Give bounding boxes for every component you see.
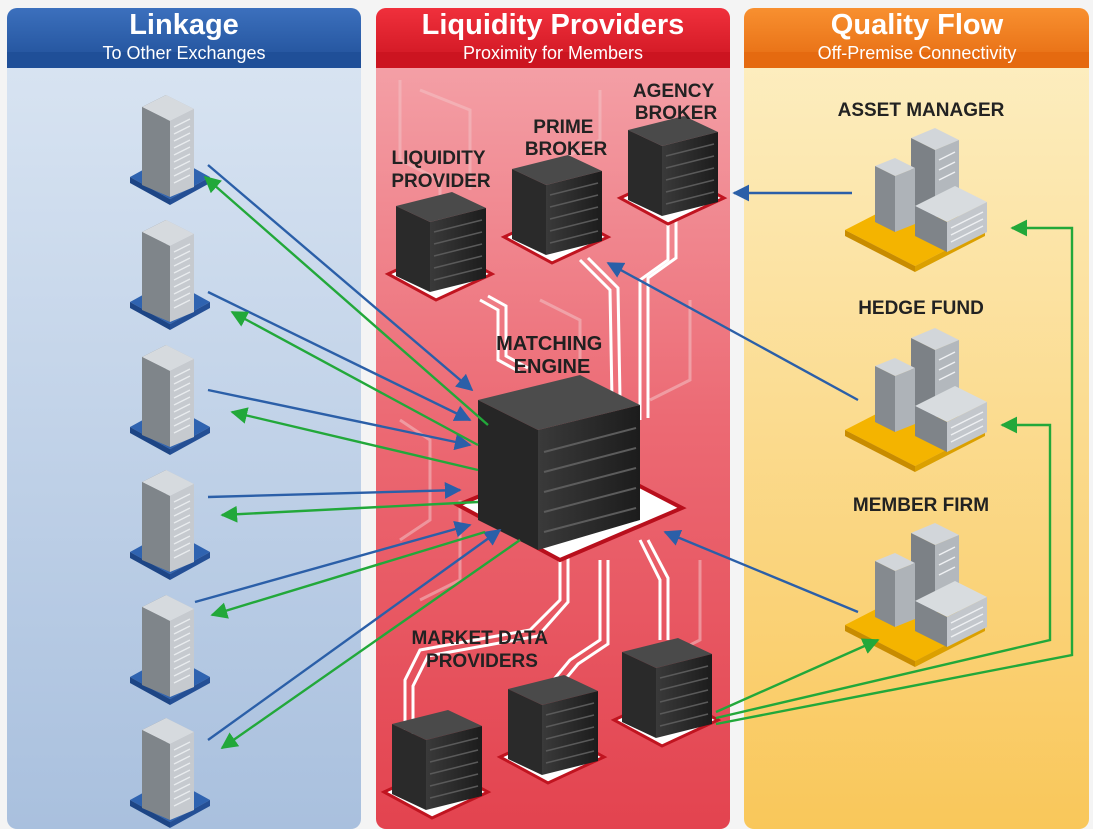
arrow-outbound [715,638,880,714]
linkage-header: Linkage To Other Exchanges [7,8,361,68]
connection-arrows [194,164,1074,749]
liquidity-providers-title: Liquidity Providers [422,9,685,41]
liquidity-provider-label: LIQUIDITY PROVIDER [391,148,491,192]
quality-flow-header: Quality Flow Off-Premise Connectivity [744,8,1089,68]
arrow-inbound [606,261,859,402]
arrow-outbound [715,219,1074,726]
arrow-inbound [663,530,859,614]
arrow-inbound [207,529,502,741]
circuit-trace-decoration [398,80,702,662]
member-firm-label: MEMBER FIRM [853,495,989,516]
matching-engine-server-icon [453,375,687,563]
arrow-outbound [715,416,1052,720]
linkage-title: Linkage [129,9,239,41]
arrow-outbound [230,310,479,447]
arrow-outbound [230,407,479,472]
liquidity-providers-header: Liquidity Providers Proximity for Member… [376,8,730,68]
arrow-outbound [203,175,489,426]
liquidity-providers-subtitle: Proximity for Members [463,43,643,63]
hedge-fund-label: HEDGE FUND [858,298,984,319]
matching-engine-label: MATCHING ENGINE [496,333,608,378]
network-cables [403,216,678,734]
quality-flow-subtitle: Off-Premise Connectivity [818,43,1017,63]
arrow-outbound [210,530,486,619]
asset-manager-label: ASSET MANAGER [838,100,1005,121]
quality-flow-title: Quality Flow [831,9,1004,41]
linkage-subtitle: To Other Exchanges [102,43,265,63]
arrow-inbound [207,290,472,422]
prime-broker-label: PRIME BROKER [525,117,608,160]
arrow-inbound [207,388,472,451]
arrow-outbound [220,500,479,523]
arrow-outbound [220,539,521,749]
arrow-inbound [207,482,462,499]
arrow-inbound [194,520,472,604]
market-data-providers-label: MARKET DATA PROVIDERS [411,628,552,672]
agency-broker-label: AGENCY BROKER [633,81,719,124]
arrow-inbound [207,164,474,392]
